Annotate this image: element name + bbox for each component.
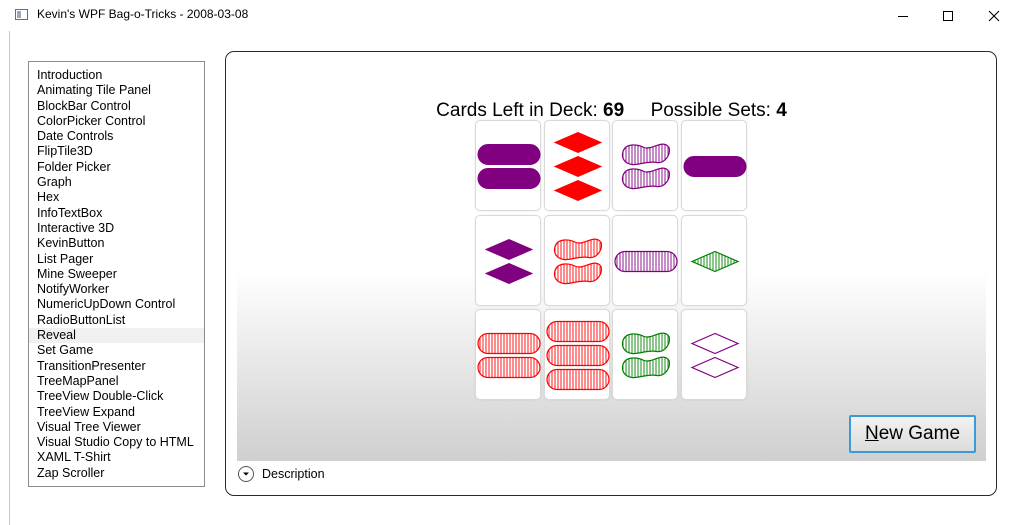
diamond-symbol [484, 238, 534, 260]
oval-symbol [545, 344, 610, 367]
close-button[interactable] [971, 0, 1017, 31]
set-card[interactable] [543, 309, 610, 400]
app-icon [15, 9, 28, 20]
new-game-mnemonic: N [864, 423, 879, 444]
set-card[interactable] [612, 120, 678, 211]
sidebar-item[interactable]: Animating Tile Panel [37, 83, 151, 98]
sidebar-item[interactable]: Reveal [29, 328, 204, 344]
diamond-symbol [553, 179, 602, 202]
sidebar-item[interactable]: FlipTile3D [37, 144, 93, 159]
sidebar-item[interactable]: NumericUpDown Control [37, 297, 176, 312]
sidebar-item[interactable]: Date Controls [37, 129, 114, 144]
set-card[interactable] [612, 309, 678, 400]
sidebar-item[interactable]: NotifyWorker [37, 282, 110, 297]
set-game-board: Cards Left in Deck: 69 Possible Sets: 4 … [237, 64, 986, 461]
squiggle-symbol [621, 143, 670, 166]
sidebar-item[interactable]: Mine Sweeper [37, 266, 117, 281]
sidebar-item[interactable]: TransitionPresenter [37, 358, 146, 373]
title-bar: Kevin's WPF Bag-o-Tricks - 2008-03-08 [0, 0, 1025, 31]
sidebar-item[interactable]: InfoTextBox [37, 205, 103, 220]
minimize-button[interactable] [880, 0, 926, 31]
maximize-button[interactable] [925, 0, 971, 31]
card-grid [475, 120, 749, 405]
diamond-symbol [484, 262, 534, 284]
sidebar-item[interactable]: XAML T-Shirt [37, 450, 111, 465]
maximize-icon [943, 10, 953, 21]
cards-left-label: Cards Left in Deck: [436, 100, 598, 121]
sidebar-item[interactable]: Introduction [37, 68, 103, 82]
diamond-symbol [689, 250, 740, 272]
sidebar-item[interactable]: Graph [37, 175, 72, 190]
game-stats: Cards Left in Deck: 69 Possible Sets: 4 [237, 100, 986, 122]
sidebar-item[interactable]: KevinButton [37, 236, 105, 251]
set-card[interactable] [475, 214, 541, 306]
diamond-symbol [553, 155, 602, 178]
squiggle-symbol [621, 356, 670, 379]
set-card[interactable] [543, 120, 610, 211]
set-card[interactable] [680, 214, 747, 306]
minimize-icon [898, 15, 908, 17]
set-card[interactable] [475, 309, 541, 400]
content-host: Cards Left in Deck: 69 Possible Sets: 4 … [225, 51, 997, 496]
oval-symbol [614, 250, 678, 272]
possible-sets-value: 4 [776, 100, 787, 121]
chevron-down-icon[interactable] [238, 466, 254, 482]
sidebar-item[interactable]: List Pager [37, 251, 94, 266]
sidebar-item[interactable]: RadioButtonList [37, 312, 126, 327]
sidebar-item[interactable]: Hex [37, 190, 60, 205]
oval-symbol [477, 144, 541, 165]
set-card[interactable] [680, 309, 747, 400]
oval-symbol [545, 320, 610, 343]
sidebar-item[interactable]: Set Game [37, 343, 94, 358]
diamond-symbol [553, 131, 602, 154]
window-title: Kevin's WPF Bag-o-Tricks - 2008-03-08 [37, 7, 249, 21]
cards-left-value: 69 [603, 100, 625, 121]
oval-symbol [683, 156, 746, 177]
squiggle-symbol [553, 262, 602, 284]
set-card[interactable] [612, 214, 678, 306]
set-card[interactable] [680, 120, 747, 211]
close-icon [988, 10, 1000, 21]
sidebar-item[interactable]: TreeView Double-Click [37, 389, 164, 404]
possible-sets-label: Possible Sets: [650, 100, 771, 121]
diamond-symbol [689, 356, 740, 379]
sidebar-item[interactable]: Visual Tree Viewer [37, 419, 141, 434]
new-game-button[interactable]: New Game [849, 415, 976, 453]
oval-symbol [477, 168, 541, 189]
background-window-strip [9, 512, 1009, 525]
squiggle-symbol [553, 238, 602, 260]
squiggle-symbol [621, 332, 670, 355]
sidebar-item[interactable]: TreeMapPanel [37, 373, 119, 388]
squiggle-symbol [621, 167, 670, 190]
sidebar-item[interactable]: BlockBar Control [37, 98, 131, 113]
new-game-label: ew Game [878, 423, 961, 444]
oval-symbol [477, 332, 541, 355]
sidebar-item[interactable]: ColorPicker Control [37, 113, 146, 128]
diamond-symbol [689, 332, 740, 355]
set-card[interactable] [475, 120, 541, 211]
oval-symbol [545, 368, 610, 391]
set-card[interactable] [543, 214, 610, 306]
sidebar-item[interactable]: Visual Studio Copy to HTML [37, 435, 194, 450]
sidebar-item[interactable]: Folder Picker [37, 159, 111, 174]
oval-symbol [477, 356, 541, 379]
sidebar-item[interactable]: Zap Scroller [37, 465, 105, 480]
description-label: Description [262, 467, 325, 481]
sidebar-item[interactable]: Interactive 3D [37, 220, 115, 235]
sidebar-item[interactable]: TreeView Expand [37, 404, 135, 419]
